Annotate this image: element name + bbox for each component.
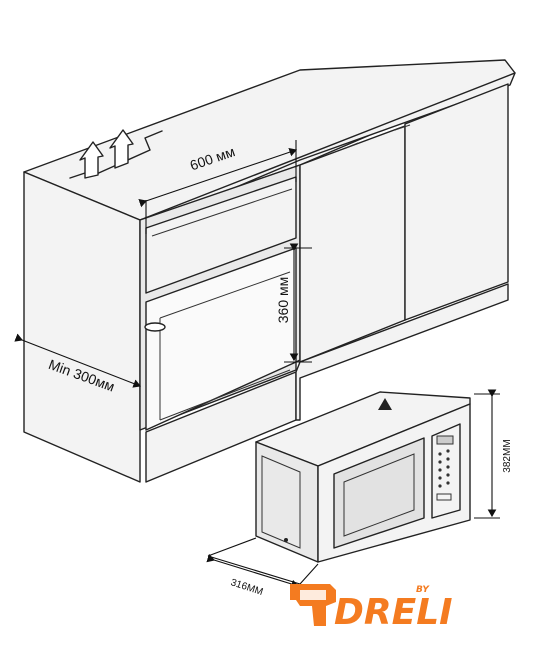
dimension-382: 382ММ — [474, 389, 513, 519]
microwave-side-inner — [261, 455, 301, 549]
microwave-window — [333, 437, 425, 549]
brand-name: DRELI — [334, 592, 453, 633]
cabinet-door-left — [299, 125, 406, 363]
cable-hole — [144, 322, 166, 332]
door-hinge-marks — [345, 124, 411, 149]
dreli-logo: DRELI BY — [290, 584, 453, 633]
dimension-label-niche-height: 360 мм — [275, 277, 291, 324]
microwave-foot — [284, 538, 288, 542]
dimension-label-microwave-height: 382ММ — [502, 439, 513, 472]
cabinet-door-right — [404, 83, 509, 321]
dimension-360: 360 мм — [275, 243, 312, 363]
cabinet-side-panel — [23, 171, 141, 483]
brand-superscript: BY — [416, 585, 430, 595]
dimension-label-microwave-depth: 316ММ — [229, 577, 264, 598]
cabinet-lower-panel — [295, 283, 509, 421]
microwave-start-button — [436, 493, 452, 501]
microwave-display — [436, 435, 454, 445]
airflow-arrow-icon — [109, 129, 134, 169]
airflow-arrows — [79, 129, 134, 179]
microwave-oven — [255, 391, 471, 563]
warning-triangle-icon — [378, 398, 392, 410]
microwave-window-inner — [343, 453, 415, 537]
microwave-buttons — [436, 449, 452, 501]
niche-interior — [159, 271, 291, 421]
airflow-arrow-icon — [79, 141, 104, 179]
